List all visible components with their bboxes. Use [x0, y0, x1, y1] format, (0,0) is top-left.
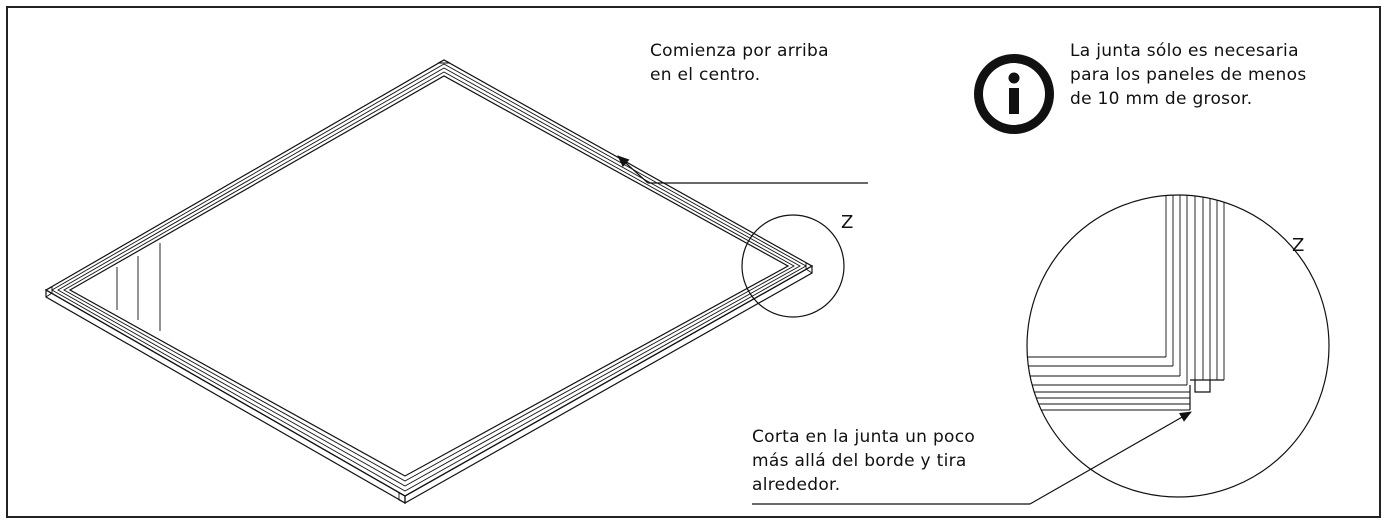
detail-marker-circle	[741, 214, 845, 318]
cut-note: Corta en la junta un poco más allá del b…	[752, 427, 981, 495]
zoom-detail-circle	[1026, 194, 1330, 498]
top-leader	[617, 155, 868, 184]
panel-front-left-face	[45, 288, 406, 505]
cut-leader	[752, 411, 1192, 505]
info-icon	[974, 54, 1054, 134]
panel-front-right-face	[404, 264, 813, 505]
detail-marker-label: Z	[841, 212, 853, 233]
zoom-detail-label: Z	[1292, 235, 1304, 256]
glass-panel	[44, 59, 814, 505]
diagram-frame	[6, 6, 1381, 518]
panel-inner-glass	[68, 75, 790, 477]
top-note: Comienza por arriba en el centro.	[650, 41, 835, 85]
info-note: La junta sólo es necesaria para los pane…	[1070, 41, 1312, 109]
panel-outer-edge	[44, 59, 814, 497]
zoom-corner-seal	[1027, 195, 1225, 411]
